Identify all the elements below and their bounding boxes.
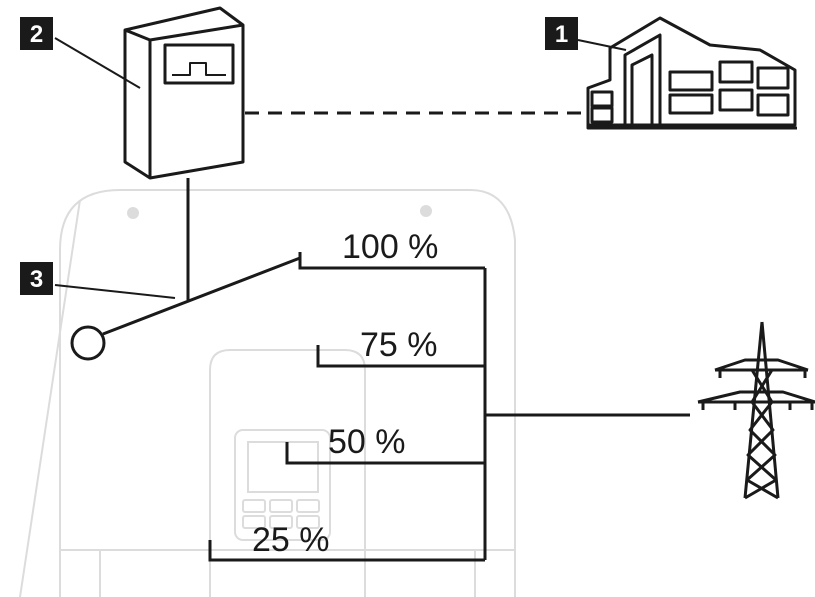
contact-75 xyxy=(316,345,485,368)
callout-number-3: 3 xyxy=(30,266,43,293)
switch-contact-arm xyxy=(102,256,301,336)
level-label-25: 25 % xyxy=(252,521,330,559)
contact-50 xyxy=(285,442,485,465)
level-label-100: 100 % xyxy=(342,228,438,266)
contact-25 xyxy=(208,540,485,562)
callout-number-2: 2 xyxy=(30,21,43,48)
level-label-75: 75 % xyxy=(360,326,438,364)
inverter-outline-icon xyxy=(19,189,516,597)
building-icon xyxy=(586,16,797,130)
callout-1-leader xyxy=(577,39,627,51)
callout-badge-2: 2 xyxy=(20,17,53,50)
callout-badge-1: 1 xyxy=(545,17,578,50)
callout-badge-3: 3 xyxy=(20,262,53,295)
ripple-control-receiver-icon xyxy=(123,6,245,180)
power-pylon-icon xyxy=(697,321,815,500)
relay-switch xyxy=(70,178,301,361)
level-label-50: 50 % xyxy=(328,423,406,461)
switch-pivot-icon xyxy=(70,325,106,361)
contact-100 xyxy=(298,252,485,270)
level-contacts xyxy=(208,252,690,562)
callout-number-1: 1 xyxy=(555,21,568,48)
callout-3-leader xyxy=(54,284,176,299)
callout-2-leader xyxy=(54,37,141,89)
